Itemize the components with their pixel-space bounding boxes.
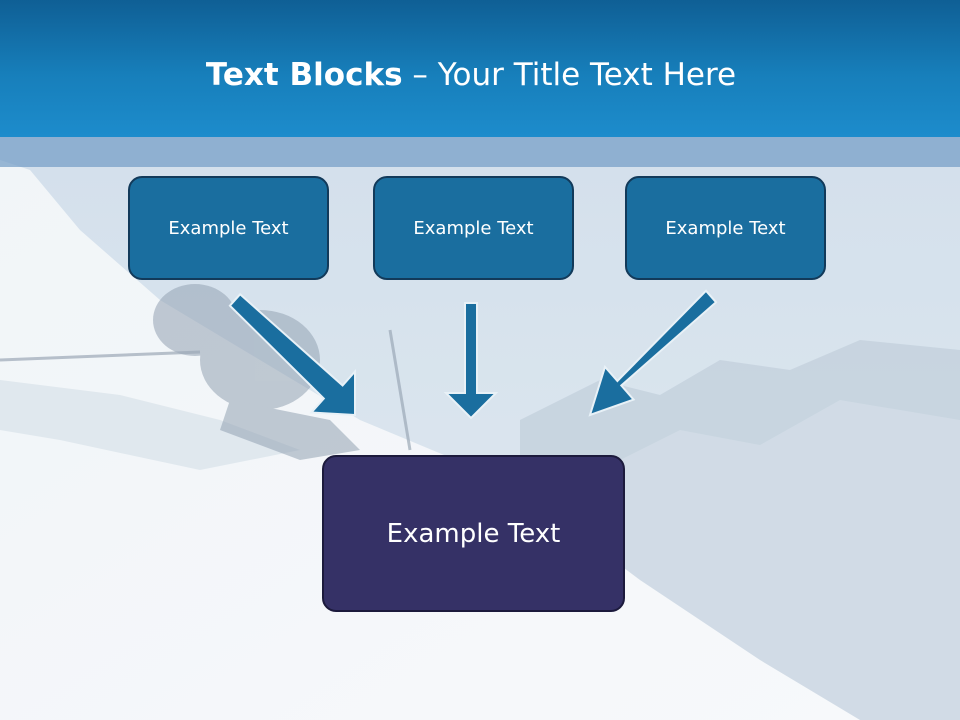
- title-bold: Text Blocks: [205, 57, 403, 93]
- title-separator: –: [402, 57, 438, 93]
- arrow-center-icon: [443, 302, 499, 420]
- title-bar: [0, 0, 960, 137]
- title-rest: Your Title Text Here: [437, 57, 737, 93]
- result-block[interactable]: Example Text: [322, 455, 625, 612]
- arrow-left-icon: [228, 292, 356, 417]
- text-block-1[interactable]: Example Text: [128, 176, 329, 280]
- arrow-right-icon: [588, 289, 718, 417]
- title-band: [0, 137, 960, 167]
- slide-title: Text Blocks – Your Title Text Here: [0, 52, 942, 98]
- text-block-2[interactable]: Example Text: [373, 176, 574, 280]
- text-block-3[interactable]: Example Text: [625, 176, 826, 280]
